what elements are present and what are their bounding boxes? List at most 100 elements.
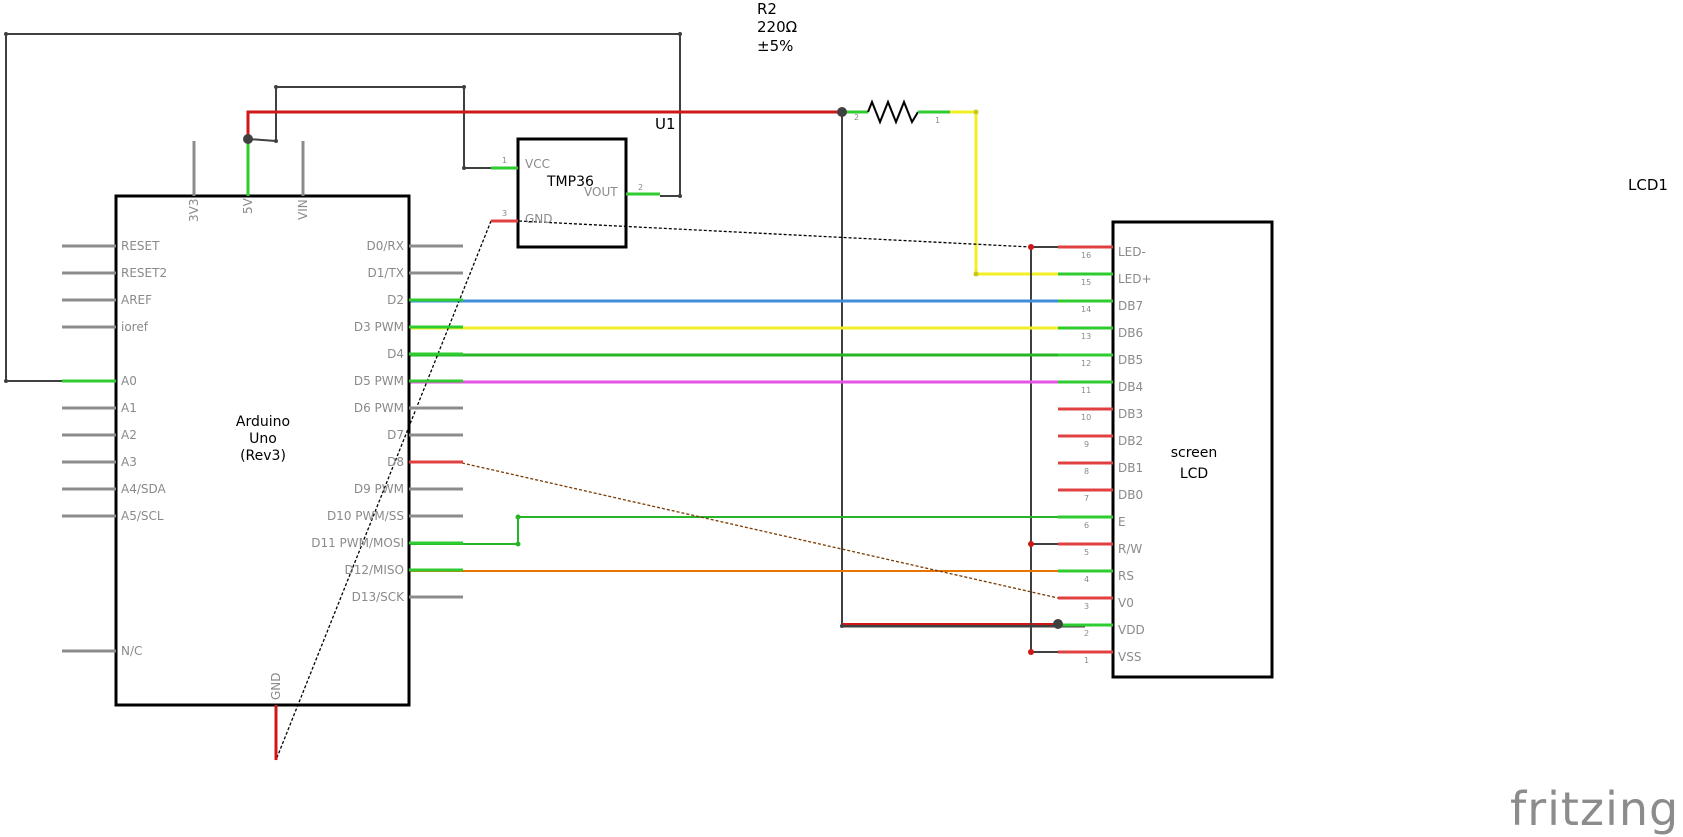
arduino-pin-ioref-label: ioref	[121, 320, 149, 334]
arduino-pin-d0-label: D0/RX	[367, 239, 404, 253]
arduino-pin-a4-label: A4/SDA	[121, 482, 167, 496]
arduino-pin-d3-label: D3 PWM	[354, 320, 404, 334]
lcd-pin-num-10: 10	[1081, 413, 1091, 422]
sensor-pin-vout-label: VOUT	[584, 185, 618, 199]
wire-a0-vout[interactable]	[5, 33, 681, 382]
junction-ledminus	[1028, 244, 1034, 250]
lcd-pin-db4-label: DB4	[1118, 380, 1143, 394]
arduino-pin-d5-label: D5 PWM	[354, 374, 404, 388]
arduino-pin-d12-label: D12/MISO	[344, 563, 404, 577]
lcd-screen[interactable]: LCD1 screen LCD LED- LED+ DB7 DB6 DB5 DB…	[1058, 176, 1668, 679]
arduino-pin-a3-label: A3	[121, 455, 137, 469]
bend-loop-br	[462, 166, 466, 170]
arduino-pin-d13-label: D13/SCK	[352, 590, 406, 604]
arduino-pin-d7-label: D7	[387, 428, 404, 442]
resistor-ref: R2	[757, 0, 777, 18]
lcd-pin-vdd-label: VDD	[1118, 623, 1145, 637]
ratsnest-gnd-arduino[interactable]	[275, 220, 492, 761]
lcd-body	[1111, 220, 1274, 679]
lcd-ref: LCD1	[1628, 176, 1668, 194]
lcd-pin-num-13: 13	[1081, 332, 1091, 341]
arduino-uno[interactable]: Arduino Uno (Rev3) 3V3 5V VIN GND RESET …	[62, 141, 463, 760]
arduino-name-line1: Arduino	[236, 414, 290, 430]
bend-d11-b	[515, 514, 521, 520]
lcd-pin-rs-label: RS	[1118, 569, 1134, 583]
resistor-pin2-num: 2	[854, 113, 859, 122]
resistor-tolerance: ±5%	[757, 37, 793, 55]
junction-vss	[1028, 649, 1034, 655]
sensor-pin-vcc-label: VCC	[525, 157, 550, 171]
arduino-pin-gnd-label: GND	[269, 672, 283, 700]
ratsnest-gnd-ledminus[interactable]	[518, 220, 1032, 248]
lcd-pin-rw-label: R/W	[1118, 542, 1142, 556]
bend-vdd-left	[840, 624, 844, 628]
bend-loop-tl	[274, 85, 278, 89]
arduino-pin-vin-label: VIN	[296, 199, 310, 220]
arduino-pin-d2-label: D2	[387, 293, 404, 307]
wires	[5, 33, 1085, 761]
lcd-pin-v0-label: V0	[1118, 596, 1134, 610]
arduino-pin-aref-label: AREF	[121, 293, 152, 307]
lcd-pin-db2-label: DB2	[1118, 434, 1143, 448]
wire-d11-e[interactable]	[408, 516, 1085, 545]
lcd-pin-num-9: 9	[1084, 440, 1089, 449]
arduino-pin-reset2-label: RESET2	[121, 266, 167, 280]
lcd-pin-num-1: 1	[1084, 656, 1089, 665]
lcd-pin-led-plus-label: LED+	[1118, 272, 1152, 286]
lcd-pin-db7-label: DB7	[1118, 299, 1143, 313]
lcd-pin-num-6: 6	[1084, 521, 1089, 530]
resistor-r2[interactable]: R2 220Ω ±5% 2 1	[757, 0, 976, 125]
fritzing-logo: fritzing	[1510, 782, 1679, 836]
lcd-pin-db1-label: DB1	[1118, 461, 1143, 475]
resistor-pin1-num: 1	[935, 116, 940, 125]
lcd-pin-num-5: 5	[1084, 548, 1089, 557]
fritzing-logo-text: fritzing	[1510, 782, 1679, 836]
arduino-pin-a5-label: A5/SCL	[121, 509, 164, 523]
sensor-pin-vcc-num: 1	[502, 156, 507, 165]
lcd-pin-num-7: 7	[1084, 494, 1089, 503]
bend-d11-a	[515, 541, 521, 547]
ratsnest-d8-v0[interactable]	[461, 462, 1059, 599]
arduino-pin-a1-label: A1	[121, 401, 137, 415]
lcd-pin-vss-label: VSS	[1118, 650, 1141, 664]
bend-5v-right	[274, 139, 278, 143]
lcd-pin-num-8: 8	[1084, 467, 1089, 476]
bend-top-right	[678, 32, 682, 36]
lcd-pin-num-3: 3	[1084, 602, 1089, 611]
sensor-pin-gnd-num: 3	[502, 209, 507, 218]
arduino-name-line2: Uno	[249, 431, 277, 447]
lcd-name-line2: LCD	[1180, 466, 1208, 482]
wire-5v-rail[interactable]	[246, 110, 842, 196]
sensor-name: TMP36	[546, 174, 594, 190]
lcd-pin-db3-label: DB3	[1118, 407, 1143, 421]
lcd-pin-num-14: 14	[1081, 305, 1091, 314]
junctions	[4, 32, 1063, 655]
lcd-pin-num-15: 15	[1081, 278, 1091, 287]
bend-yellow-top	[973, 109, 979, 115]
arduino-pin-reset-label: RESET	[121, 239, 160, 253]
arduino-pin-d6-label: D6 PWM	[354, 401, 404, 415]
wire-5v-vcc[interactable]	[275, 86, 497, 169]
arduino-pin-d8-label: D8	[387, 455, 404, 469]
arduino-body	[114, 194, 411, 707]
arduino-pin-a0-label: A0	[121, 374, 137, 388]
lcd-pin-led-minus-label: LED-	[1118, 245, 1146, 259]
tmp36-sensor[interactable]: U1 TMP36 VCC VOUT GND 1 2 3	[491, 115, 676, 249]
lcd-pin-e-label: E	[1118, 515, 1126, 529]
arduino-pin-d10-label: D10 PWM/SS	[327, 509, 404, 523]
arduino-name-line3: (Rev3)	[240, 448, 286, 464]
arduino-pin-a2-label: A2	[121, 428, 137, 442]
bend-loop-tr	[462, 85, 466, 89]
wire-ground-bus[interactable]	[1030, 246, 1058, 653]
lcd-pin-num-16: 16	[1081, 251, 1091, 260]
lcd-pin-db0-label: DB0	[1118, 488, 1143, 502]
lcd-name-line1: screen	[1171, 445, 1218, 461]
lcd-pin-num-4: 4	[1084, 575, 1089, 584]
sensor-ref: U1	[655, 115, 676, 133]
lcd-pin-num-12: 12	[1081, 359, 1091, 368]
arduino-pin-d9-label: D9 PWM	[354, 482, 404, 496]
arduino-pin-3v3-label: 3V3	[187, 199, 201, 222]
arduino-pin-d4-label: D4	[387, 347, 404, 361]
bend-a0-left	[4, 379, 8, 383]
